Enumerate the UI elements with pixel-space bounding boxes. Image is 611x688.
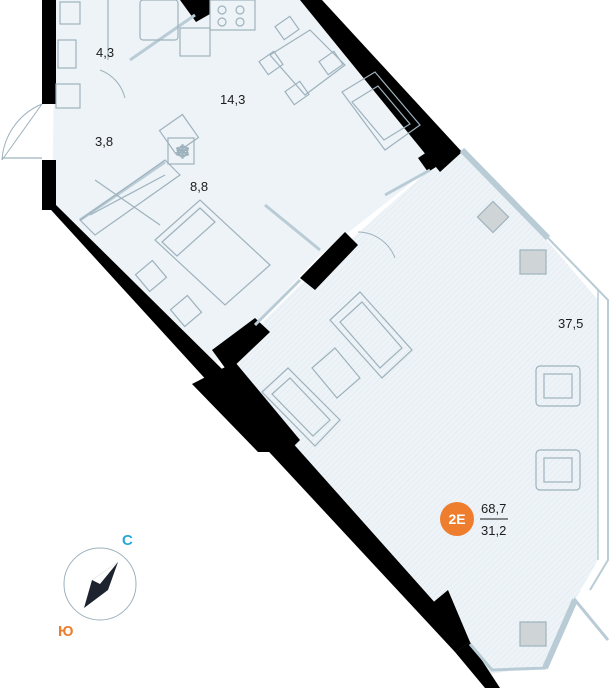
area-label-bathroom: 4,3 [96,45,114,60]
apartment-badge: 2E 68,7 31,2 [440,501,508,538]
wall-top-corner [180,0,210,22]
wall-partition [212,318,270,372]
bath-door [99,69,126,99]
kitchen-sofa [341,71,421,151]
windows [459,147,610,672]
living-door [357,231,396,259]
wall-diagonal-bottom [258,440,470,652]
wall-diagonal-left [42,200,225,384]
compass-south-label: Ю [58,623,73,640]
entrance-door [1,103,43,161]
column-2 [519,249,547,275]
compass-north-label: С [122,532,133,549]
wall-bottom-block [430,590,470,652]
nightstand [134,259,168,293]
compass: С Ю [58,532,137,640]
wall-bottom-tip [455,642,500,688]
wall-right-upper [300,0,462,172]
area-label-bedroom: 8,8 [190,179,208,194]
wardrobe [79,159,181,236]
sink-bath [57,39,77,69]
washing-machine [59,1,81,25]
room-labels: 4,3 14,3 3,8 8,8 37,5 [95,45,583,331]
floor-areas [52,0,598,675]
wall-left-lower [42,160,56,210]
ac-unit [167,137,195,165]
shower-tray [55,83,81,109]
dining-table [269,29,346,96]
furniture: ❄ [1,0,581,647]
total-area: 68,7 [481,501,506,516]
column-1 [476,200,510,234]
armchair-right-2 [535,449,581,491]
toilet [139,0,179,41]
type-badge-circle [440,502,474,536]
wall-big-block [192,362,300,452]
wall-mid-segment [300,232,358,290]
window-bay-inner [547,237,599,560]
wall-left [42,0,56,104]
area-label-hallway: 3,8 [95,134,113,149]
living-area: 31,2 [481,523,506,538]
column-3 [519,621,547,647]
type-badge-text: 2E [448,511,465,527]
armchair-right-1 [535,365,581,407]
kitchen-sink [179,27,211,57]
bed [154,199,271,306]
wall-right-stub [418,140,455,172]
compass-needle-icon [84,562,118,608]
window-bottom-slant [542,598,578,670]
area-label-living-room: 37,5 [558,316,583,331]
coffee-table [311,347,361,399]
svg-text:❄: ❄ [175,142,190,162]
stove [209,0,256,31]
window-right-diagonal [459,147,551,241]
armchair-left [261,367,341,447]
living-sofa [329,291,413,379]
area-label-kitchen: 14,3 [220,92,245,107]
walls [42,0,500,688]
compass-ring [63,547,137,621]
